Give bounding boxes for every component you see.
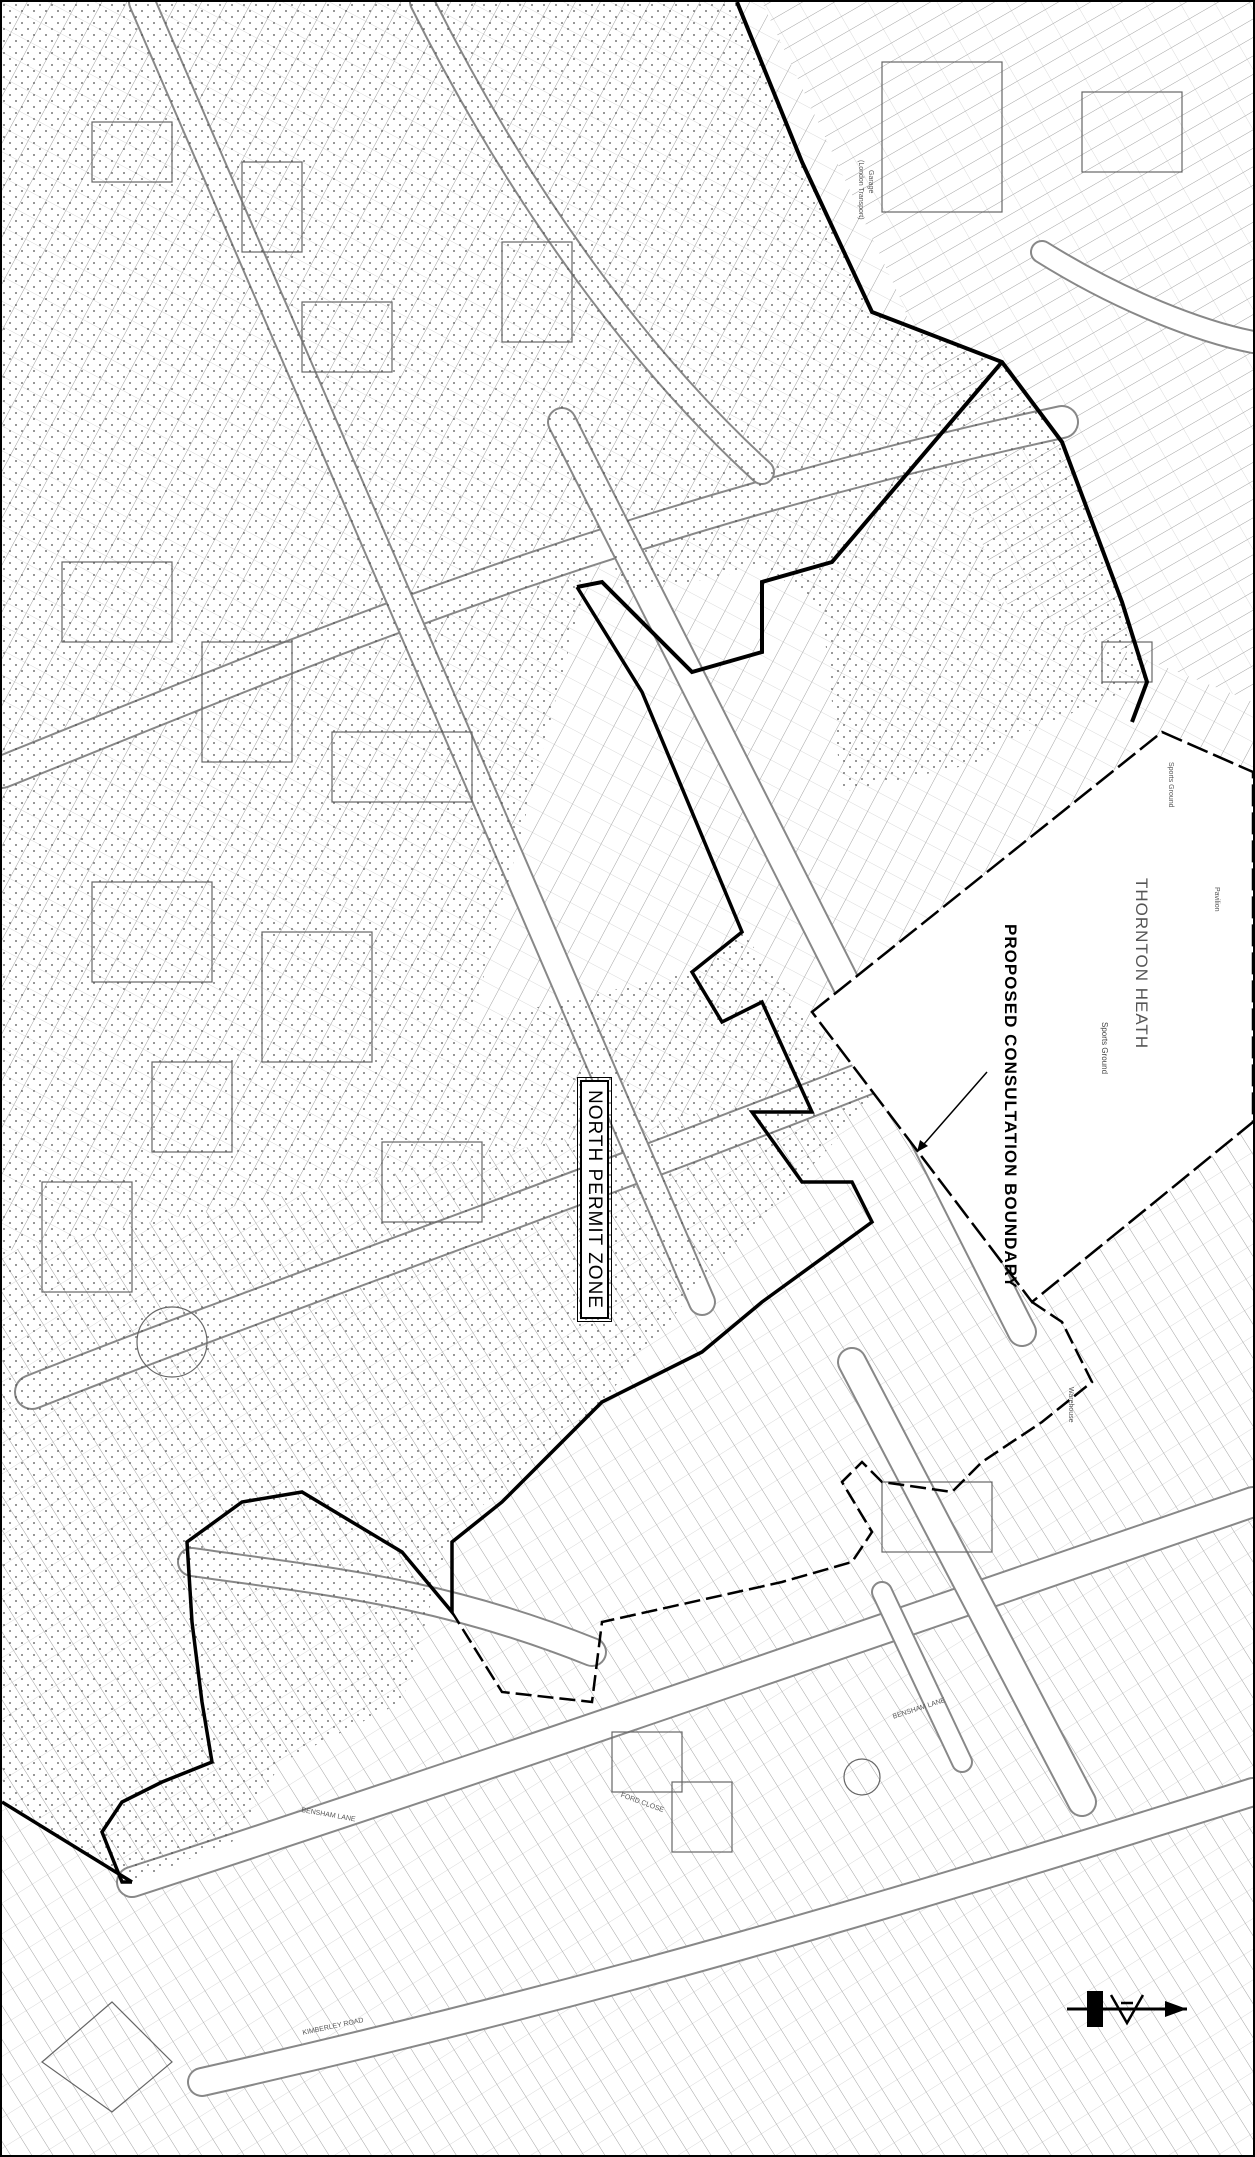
consultation-boundary-south bbox=[2, 1800, 133, 1884]
label-leader-arrowhead bbox=[917, 1140, 928, 1152]
thornton-heath-label: THORNTON HEATH bbox=[1132, 878, 1151, 1050]
consultation-boundary-west bbox=[100, 586, 875, 1884]
consultation-boundary-line bbox=[735, 2, 1150, 723]
consultation-boundary-east bbox=[450, 1300, 1094, 1704]
consultation-label-word-1: PROPOSED bbox=[1001, 924, 1020, 1029]
warehouse-label: Warehouse bbox=[1067, 1387, 1074, 1423]
garage-label: Garage bbox=[867, 170, 874, 194]
consultation-label-word-3: BOUNDARY bbox=[1001, 1183, 1020, 1289]
north-arrow-icon bbox=[1067, 1991, 1187, 2027]
building-blocks bbox=[41, 61, 1183, 2113]
label-leader-line bbox=[916, 1071, 988, 1153]
north-permit-zone-area bbox=[2, 2, 1147, 1882]
pavilion-label: Pavilion bbox=[1213, 887, 1220, 912]
sports-ground-sublabel: Sports Ground bbox=[1100, 1022, 1109, 1075]
sports-ground bbox=[810, 730, 1253, 1304]
sports-ground-label: Sports Ground bbox=[1167, 762, 1174, 808]
garage-sublabel: (London Transport) bbox=[857, 160, 864, 220]
consultation-boundary-inner bbox=[576, 360, 1004, 675]
proposed-consultation-boundary-label: PROPOSED CONSULTATION BOUNDARY bbox=[1001, 924, 1020, 1289]
consultation-label-word-2: CONSULTATION bbox=[1001, 1034, 1020, 1178]
north-permit-zone-label: NORTH PERMIT ZONE bbox=[579, 1055, 610, 1344]
property-parcels-northeast bbox=[762, 2, 1253, 702]
